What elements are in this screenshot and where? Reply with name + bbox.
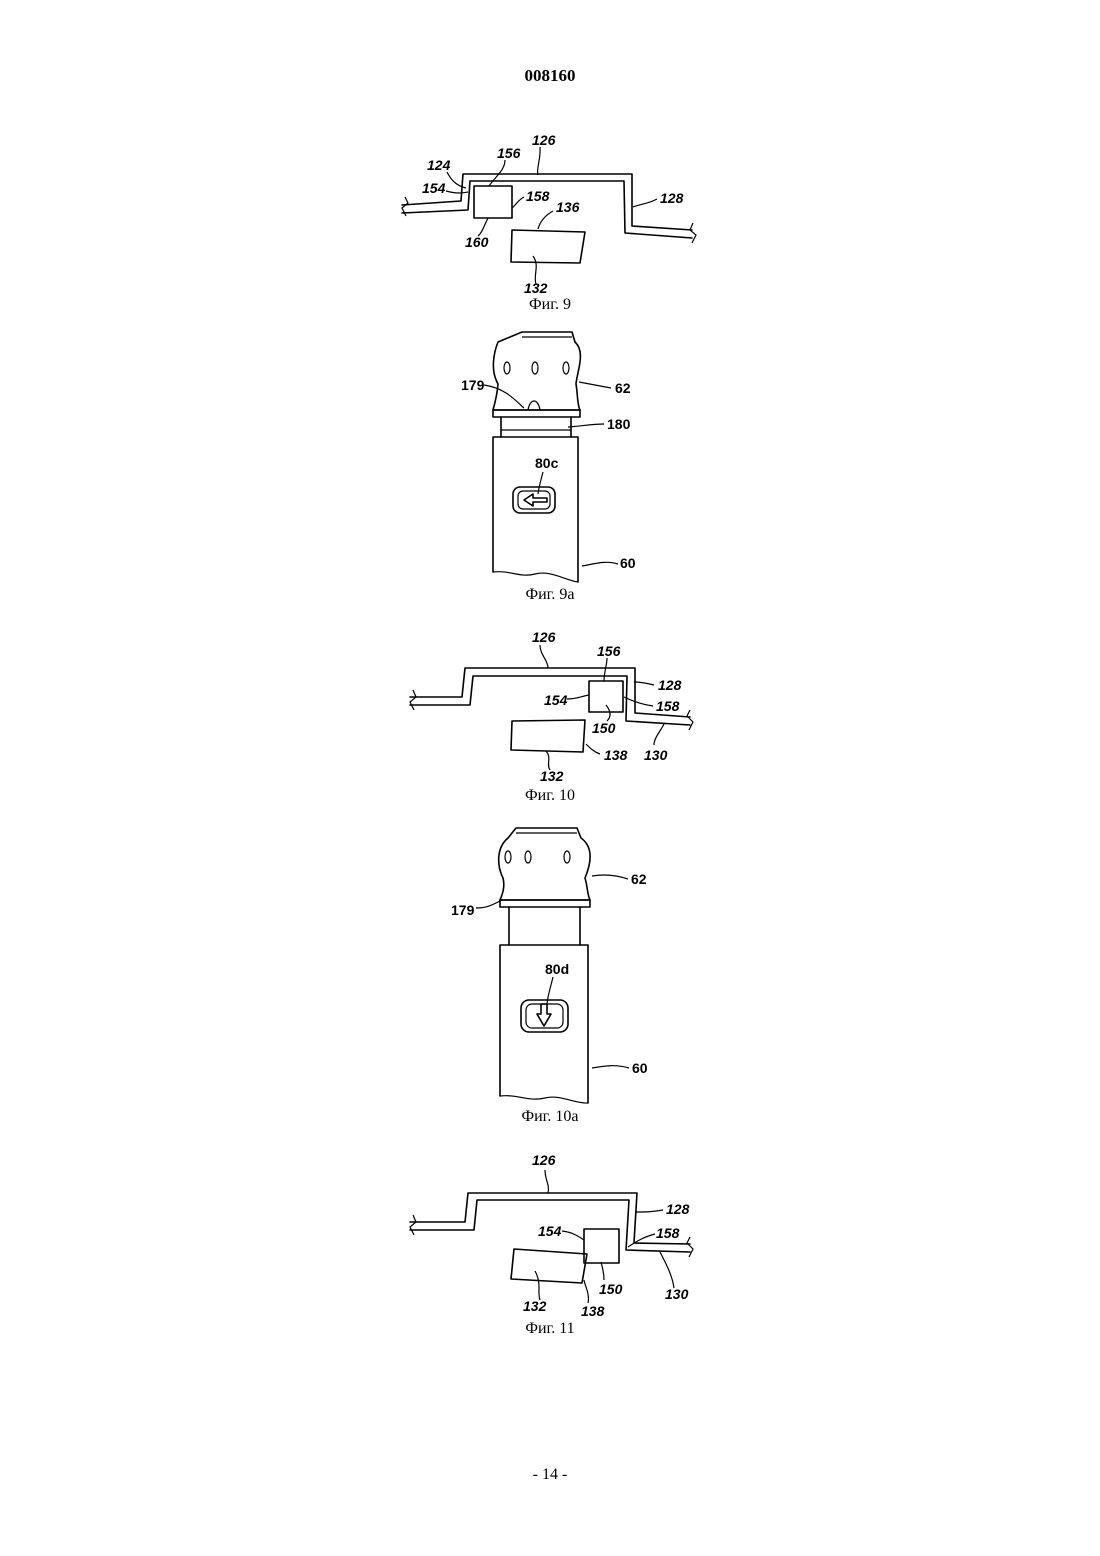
figure-9-drawing: 124 126 156 154 158 136 128 160 132	[402, 132, 696, 296]
fig9a-label-180: 180	[607, 416, 631, 432]
fig9-label-154: 154	[422, 180, 446, 196]
figure-10-drawing: 126 156 128 154 158 150 138 130 132	[410, 629, 693, 784]
fig9-label-160: 160	[465, 234, 489, 250]
fig10a-label-62: 62	[631, 871, 647, 887]
fig10a-label-179: 179	[451, 902, 475, 918]
block-150	[584, 1229, 619, 1263]
fig9-label-128: 128	[660, 190, 684, 206]
fig11-label-128: 128	[666, 1201, 690, 1217]
cap-62	[493, 332, 580, 410]
fig9a-label-80c: 80c	[535, 455, 559, 471]
cap-hole	[504, 362, 510, 374]
cap-hole	[564, 851, 570, 863]
fig9-label-132: 132	[524, 280, 548, 296]
figure-10a-drawing: 62 179 80d 60	[451, 828, 648, 1103]
fig11-label-158: 158	[656, 1225, 680, 1241]
arrow-left-icon	[524, 494, 547, 506]
fig10-label-128: 128	[658, 677, 682, 693]
fig10-label-126: 126	[532, 629, 556, 645]
fig10-label-132: 132	[540, 768, 564, 784]
figure-caption: Фиг. 9a	[0, 586, 1100, 604]
fig11-label-154: 154	[538, 1223, 562, 1239]
cap-62	[499, 828, 590, 900]
block-132	[511, 720, 585, 752]
fig9-label-156: 156	[497, 145, 521, 161]
fig9-label-124: 124	[427, 157, 451, 173]
figure-caption: Фиг. 11	[0, 1320, 1100, 1338]
figure-9a-drawing: 179 62 180 80c 60	[461, 332, 636, 582]
fig10-label-138: 138	[604, 747, 628, 763]
fig11-label-150: 150	[599, 1281, 623, 1297]
block-132	[511, 230, 585, 263]
figure-caption: Фиг. 10a	[0, 1108, 1100, 1126]
arrow-down-icon	[537, 1004, 551, 1026]
fig10-label-158: 158	[656, 698, 680, 714]
fig11-label-126: 126	[532, 1152, 556, 1168]
fig11-label-130: 130	[665, 1286, 689, 1302]
fig11-label-132: 132	[523, 1298, 547, 1314]
block-150	[589, 681, 623, 712]
fig10a-label-80d: 80d	[545, 961, 569, 977]
fig9a-label-60: 60	[620, 555, 636, 571]
fig10-label-154: 154	[544, 692, 568, 708]
fig10a-label-60: 60	[632, 1060, 648, 1076]
fig9-label-136: 136	[556, 199, 580, 215]
fig10-label-150: 150	[592, 720, 616, 736]
fig9a-label-62: 62	[615, 380, 631, 396]
cap-hole	[505, 851, 511, 863]
cap-hole	[563, 362, 569, 374]
fig11-label-138: 138	[581, 1303, 605, 1319]
cap-hole	[532, 362, 538, 374]
fig10-label-130: 130	[644, 747, 668, 763]
figure-caption: Фиг. 10	[0, 787, 1100, 805]
fig10-label-156: 156	[597, 643, 621, 659]
figure-caption: Фиг. 9	[0, 296, 1100, 314]
fig9-label-126: 126	[532, 132, 556, 148]
page-number: - 14 -	[0, 1466, 1100, 1484]
fig9a-label-179: 179	[461, 377, 485, 393]
block-132	[511, 1249, 587, 1283]
cap-hole	[525, 851, 531, 863]
fig9-label-158: 158	[526, 188, 550, 204]
figure-11-drawing: 126 128 154 158 150 130 132 138	[410, 1152, 693, 1319]
block-158	[474, 186, 512, 218]
